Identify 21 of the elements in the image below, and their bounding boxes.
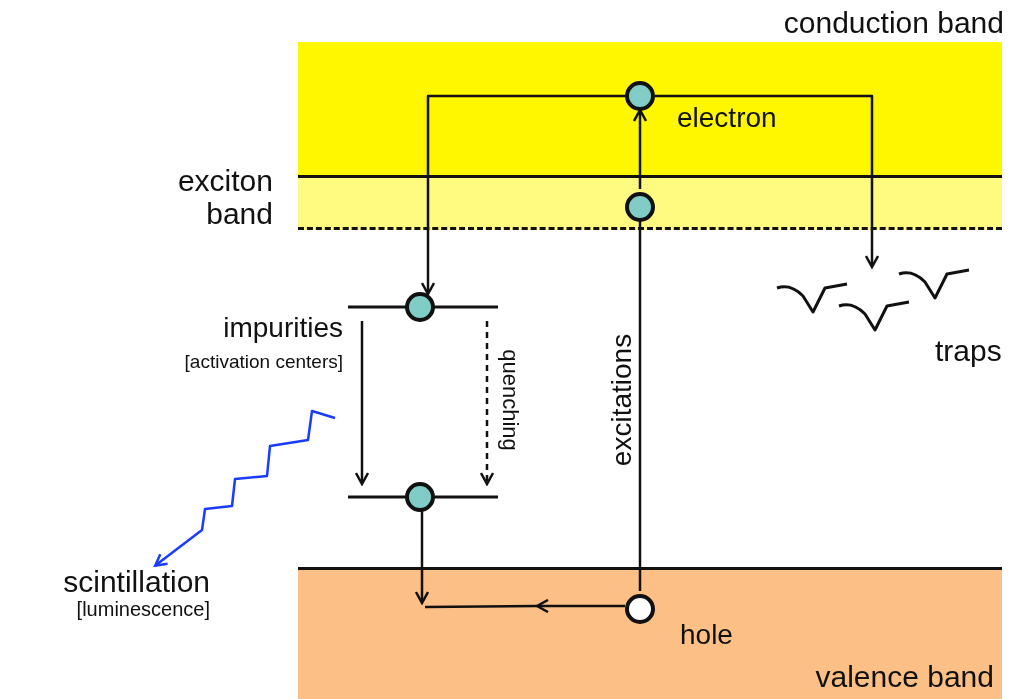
region-label: impurities xyxy=(222,313,343,344)
arrow xyxy=(479,321,495,486)
edge-label: excitations xyxy=(606,333,638,467)
band-label: conduction band xyxy=(782,6,1004,39)
arrow xyxy=(632,108,648,189)
band-label: valence band xyxy=(814,660,994,693)
arrow xyxy=(354,321,370,486)
caption-text: hole xyxy=(680,620,733,651)
caption-text: traps xyxy=(935,334,1002,367)
note-text: [activation centers] xyxy=(183,352,343,373)
subheading-text: [luminescence] xyxy=(75,598,210,620)
band-label: exciton band xyxy=(176,164,273,230)
wavy-arrow xyxy=(153,409,336,567)
heading-text: scintillation xyxy=(62,565,210,598)
arrow xyxy=(420,94,625,296)
arrow xyxy=(655,94,880,269)
energy-band xyxy=(298,567,1002,699)
arrow xyxy=(414,511,430,605)
caption-text: electron xyxy=(677,103,777,134)
edge-label: quenching xyxy=(497,349,523,451)
arrow xyxy=(535,598,625,614)
